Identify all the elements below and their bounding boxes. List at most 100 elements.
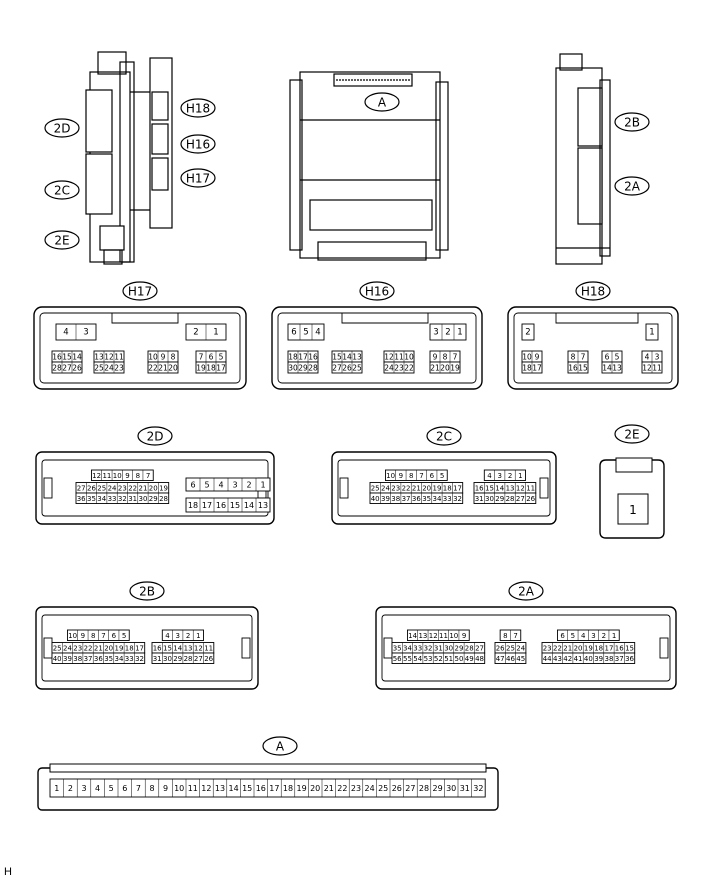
pin-15: 15 (163, 644, 172, 652)
pin-16: 16 (153, 644, 162, 652)
pin-30: 30 (446, 784, 456, 793)
pin-17: 17 (604, 644, 613, 652)
pin-27: 27 (332, 364, 342, 373)
pin-9: 9 (433, 353, 438, 362)
pin-28: 28 (308, 364, 318, 373)
pin-10: 10 (386, 472, 395, 480)
pin-6: 6 (190, 481, 195, 490)
pin-14: 14 (72, 353, 82, 362)
label-text: 2B (139, 585, 155, 599)
pin-35: 35 (422, 495, 431, 503)
pin-4: 4 (315, 328, 320, 338)
pin-35: 35 (393, 644, 402, 652)
pin-7: 7 (453, 353, 458, 362)
pin-1: 1 (196, 632, 200, 640)
label-oval (180, 134, 216, 154)
pin-49: 49 (465, 655, 474, 663)
pin-32: 32 (473, 784, 483, 793)
label-a: A (364, 92, 400, 112)
pin-31: 31 (434, 644, 443, 652)
pin-22: 22 (84, 644, 93, 652)
pin-9: 9 (81, 632, 85, 640)
pin-row-frame (287, 323, 325, 341)
pin-33: 33 (443, 495, 452, 503)
pin-28: 28 (159, 495, 168, 503)
label-2b: 2B (614, 112, 650, 132)
pin-33: 33 (413, 644, 422, 652)
pin-34: 34 (97, 495, 106, 503)
pin-40: 40 (584, 655, 593, 663)
pin-29: 29 (495, 495, 504, 503)
pin-46: 46 (506, 655, 515, 663)
pin-6: 6 (291, 328, 296, 338)
pin-55: 55 (403, 655, 412, 663)
label-h18: H18 (180, 98, 216, 118)
pin-38: 38 (73, 655, 82, 663)
pin-30: 30 (138, 495, 147, 503)
label-oval (364, 92, 400, 112)
pin-15: 15 (230, 501, 240, 510)
pin-5: 5 (440, 472, 444, 480)
pin-28: 28 (184, 655, 193, 663)
label-text: 2B (624, 116, 640, 130)
pin-36: 36 (412, 495, 421, 503)
pin-2: 2 (445, 328, 450, 338)
pin-7: 7 (419, 472, 423, 480)
label-text: 2E (624, 428, 639, 442)
connector-shell (35, 606, 259, 690)
pin-7: 7 (101, 632, 105, 640)
pin-29: 29 (298, 364, 308, 373)
pin-22: 22 (553, 644, 562, 652)
pin-22: 22 (148, 364, 158, 373)
pin-1: 1 (629, 503, 637, 517)
pin-12: 12 (194, 644, 203, 652)
pin-row-frame (494, 652, 527, 664)
connector-inner (39, 312, 241, 384)
pin-13: 13 (506, 484, 515, 492)
label-text: 2A (624, 180, 641, 194)
label-oval (359, 281, 395, 301)
pin-35: 35 (104, 655, 113, 663)
pin-17: 17 (216, 364, 226, 373)
pin-25: 25 (53, 644, 62, 652)
pin-30: 30 (288, 364, 298, 373)
pin-16: 16 (475, 484, 484, 492)
pin-7: 7 (199, 353, 204, 362)
pin-18: 18 (125, 644, 134, 652)
pin-2: 2 (525, 328, 530, 338)
label-2c: 2C (44, 180, 80, 200)
pin-2: 2 (193, 328, 198, 338)
pin-16: 16 (52, 353, 62, 362)
pin-23: 23 (114, 364, 124, 373)
pin-row-frame (429, 323, 467, 341)
pin-26: 26 (496, 644, 505, 652)
pin-13: 13 (418, 632, 427, 640)
pin-32: 32 (135, 655, 144, 663)
latch-left (339, 477, 349, 499)
pin-24: 24 (384, 364, 394, 373)
pin-27: 27 (194, 655, 203, 663)
center-unit-drawing (289, 71, 449, 261)
pin-37: 37 (84, 655, 93, 663)
